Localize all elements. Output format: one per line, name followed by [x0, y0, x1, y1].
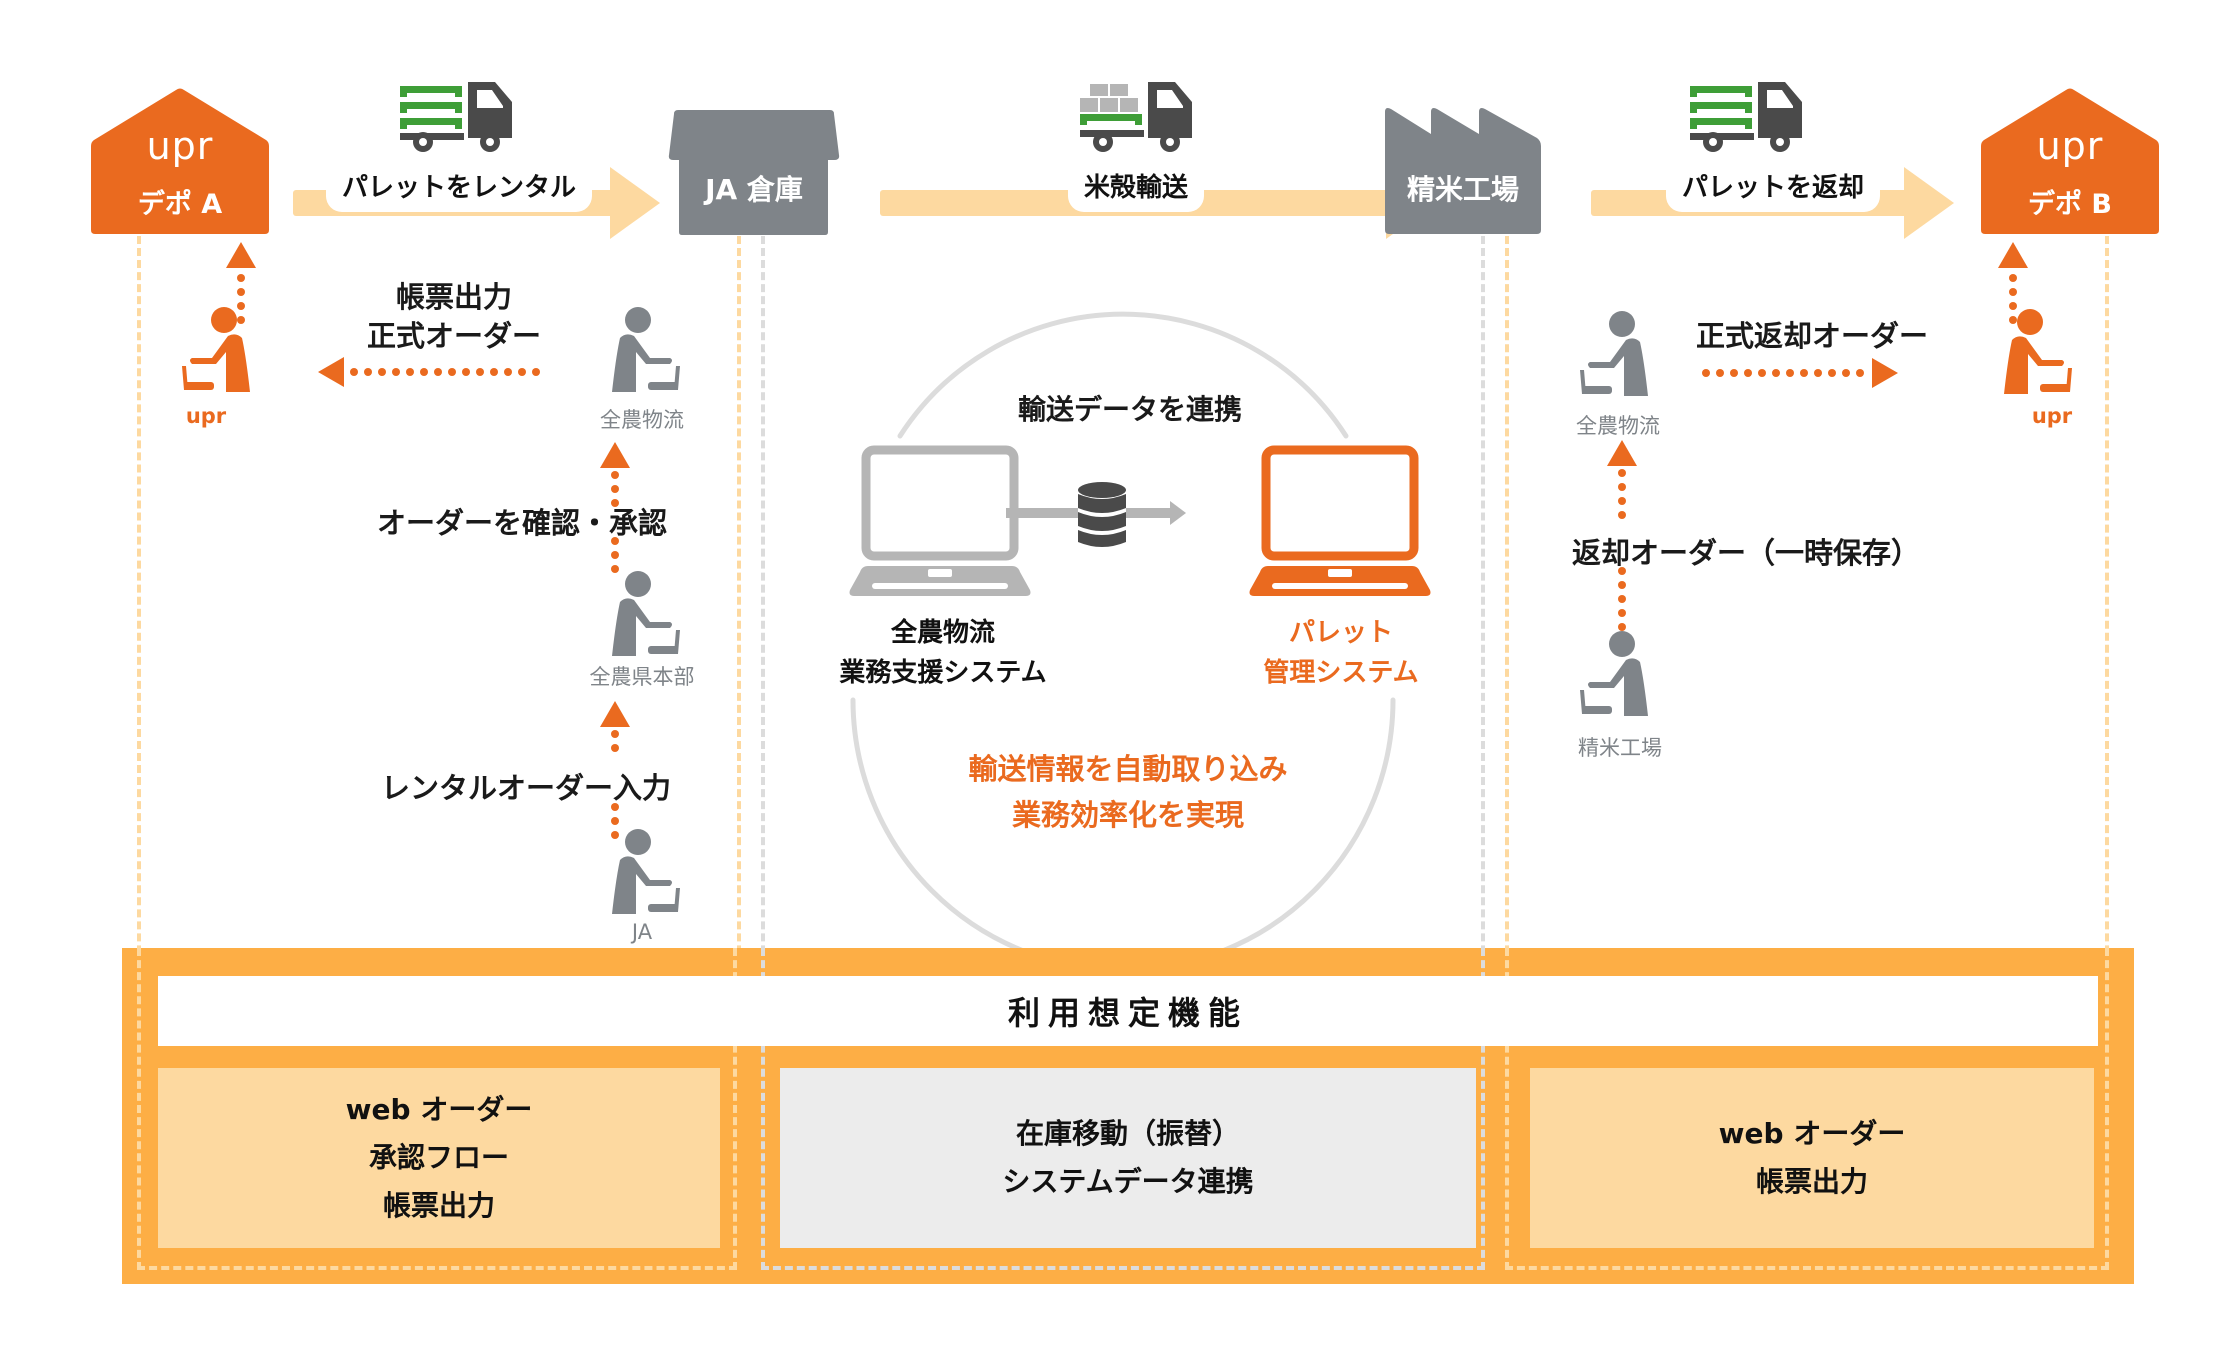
arrow-up-rice-mill-to-zennoh — [1607, 440, 1637, 631]
feature-item: 在庫移動（振替） — [1015, 1117, 1240, 1150]
actor-zennoh-prefecture: 全農県本部 — [589, 665, 695, 689]
flow-label-transport: 米殻輸送 — [1067, 165, 1205, 212]
arrow-right-zennoh-to-upr — [1702, 358, 1898, 388]
system-right-line1: パレット — [1288, 618, 1394, 648]
actor-upr-right: upr — [2031, 404, 2073, 428]
person-zennoh-logistics-left-icon — [612, 307, 680, 392]
column-guide-center-left — [761, 236, 765, 1266]
depot-b-house-icon — [1981, 88, 2159, 234]
panel-dash-left — [137, 948, 737, 1270]
flow-label-return: パレットを返却 — [1665, 165, 1881, 212]
feature-item: 帳票出力 — [382, 1189, 495, 1222]
column-guide-left — [137, 236, 141, 1266]
feature-item: 承認フロー — [368, 1141, 509, 1174]
column-guide-center-right — [1481, 236, 1485, 1266]
truck-with-pallets-icon — [400, 82, 512, 152]
features-panel-title: 利用想定機能 — [158, 976, 2098, 1046]
feature-item: 帳票出力 — [1755, 1165, 1868, 1198]
rice-mill-factory-icon — [1385, 108, 1541, 234]
step-rental-order-input: レンタルオーダー入力 — [380, 771, 672, 805]
feature-item: web オーダー — [345, 1093, 533, 1126]
system-left-line2: 業務支援システム — [839, 658, 1047, 688]
actor-zennoh-logistics-right: 全農物流 — [1576, 414, 1660, 438]
laptop-zennoh-system-icon — [849, 445, 1031, 596]
column-guide-ja-right — [737, 236, 741, 1266]
arrow-up-upr-to-depot-b — [1998, 242, 2028, 324]
step-return-order-temp: 返却オーダー（一時保存） — [1572, 536, 1921, 570]
step-formal-return-order: 正式返却オーダー — [1695, 319, 1929, 353]
person-rice-mill-icon — [1580, 631, 1648, 716]
column-guide-mill-right — [1505, 236, 1509, 1266]
person-zennoh-prefecture-icon — [612, 571, 680, 656]
panel-dash-right — [1505, 948, 2109, 1270]
person-ja-icon — [612, 829, 680, 914]
flow-arrow-rental-head — [610, 167, 660, 239]
depot-a-house-icon — [91, 88, 269, 234]
system-right-line2: 管理システム — [1263, 658, 1419, 688]
actor-ja: JA — [631, 920, 653, 944]
depot-b-logo: upr — [2036, 124, 2104, 168]
ja-warehouse-icon — [668, 110, 840, 235]
feature-box-left: web オーダー 承認フロー 帳票出力 — [158, 1068, 720, 1248]
ja-warehouse-label: JA 倉庫 — [705, 173, 803, 206]
truck-with-rice-bags-icon — [1080, 82, 1192, 152]
column-guide-right — [2105, 236, 2109, 1266]
feature-box-right: web オーダー 帳票出力 — [1530, 1068, 2094, 1248]
laptop-pallet-system-icon — [1249, 445, 1431, 596]
benefit-line2: 業務効率化を実現 — [1011, 798, 1245, 832]
flow-label-rental: パレットをレンタル — [325, 165, 593, 212]
actor-rice-mill: 精米工場 — [1578, 736, 1662, 760]
arrow-left-zennoh-to-upr — [318, 357, 540, 387]
feature-box-center: 在庫移動（振替） システムデータ連携 — [780, 1068, 1476, 1248]
step-confirm-approve: オーダーを確認・承認 — [376, 506, 668, 540]
system-left-line1: 全農物流 — [890, 618, 996, 648]
rice-mill-label: 精米工場 — [1406, 173, 1520, 206]
arrow-up-upr-to-depot-a — [226, 242, 256, 324]
feature-item: web オーダー — [1718, 1117, 1906, 1150]
database-icon — [1078, 482, 1126, 547]
depot-a-logo: upr — [146, 124, 214, 168]
link-title: 輸送データを連携 — [1017, 393, 1243, 426]
depot-a-label: デポ A — [137, 189, 223, 220]
actor-zennoh-logistics-left: 全農物流 — [600, 408, 684, 432]
step-voucher-output: 帳票出力 — [395, 280, 513, 314]
feature-item: システムデータ連携 — [1002, 1165, 1254, 1198]
panel-dash-center — [761, 948, 1485, 1270]
data-link-arrow — [1006, 501, 1186, 525]
person-zennoh-logistics-right-icon — [1580, 311, 1648, 396]
benefit-line1: 輸送情報を自動取り込み — [968, 752, 1288, 786]
flow-arrow-return-head — [1904, 167, 1954, 239]
truck-with-pallets-icon — [1690, 82, 1802, 152]
step-formal-order: 正式オーダー — [366, 319, 542, 353]
arrow-up-ja-to-prefecture — [600, 701, 630, 839]
arrow-up-prefecture-to-zennoh — [600, 442, 630, 573]
actor-upr-left: upr — [185, 404, 227, 428]
depot-b-label: デポ B — [2028, 189, 2112, 220]
